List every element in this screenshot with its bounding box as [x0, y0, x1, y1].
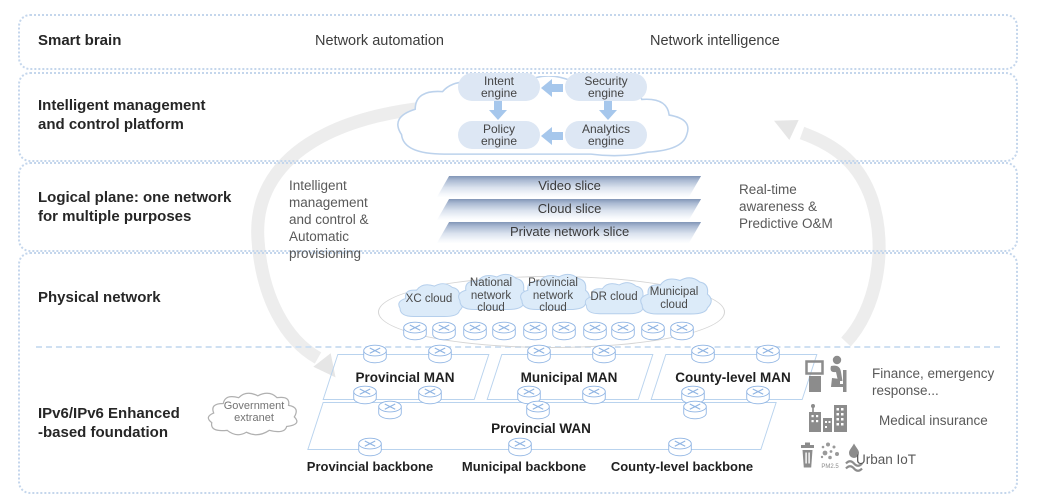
intent-engine-pill: Intent engine	[458, 73, 540, 101]
awareness-note: Real-time awareness & Predictive O&M	[739, 182, 833, 231]
buildings-icon	[809, 404, 847, 432]
network-intelligence-label: Network intelligence	[650, 33, 780, 49]
operator-desk-icon	[805, 355, 847, 392]
arrow-down-icon	[599, 101, 617, 120]
pm25-dust-icon: PM2.5	[820, 442, 839, 470]
cloud-slice: Cloud slice	[436, 199, 702, 220]
water-drop-icon	[845, 443, 863, 472]
security-engine-pill: Security engine	[565, 73, 647, 101]
provincial-man-label: Provincial MAN	[355, 370, 455, 385]
cycle-arrow-right	[799, 126, 886, 347]
arrow-left-icon	[541, 79, 563, 97]
video-slice-label: Video slice	[538, 178, 601, 193]
physical-network-title: Physical network	[38, 289, 161, 306]
layer-box-smart-brain	[18, 14, 1018, 70]
network-automation-label: Network automation	[315, 33, 444, 49]
cloud-slice-label: Cloud slice	[537, 201, 602, 216]
analytics-engine-pill: Analytics engine	[565, 121, 647, 149]
municipal-man-label: Municipal MAN	[520, 370, 618, 385]
county-backbone-label: County-level backbone	[610, 459, 754, 474]
logical-plane-title: Logical plane: one network for multiple …	[38, 189, 232, 225]
provincial-backbone-label: Provincial backbone	[306, 459, 434, 474]
urban-iot-icons: PM2.5	[801, 442, 863, 472]
trash-bin-icon	[801, 442, 814, 468]
private-network-slice-label: Private network slice	[509, 224, 630, 239]
cycle-arrow-right-head-icon	[774, 120, 799, 140]
pm25-label: PM2.5	[821, 464, 839, 470]
county-man-label: County-level MAN	[675, 370, 791, 385]
policy-engine-pill: Policy engine	[458, 121, 540, 149]
platform-title: Intelligent management and control platf…	[38, 97, 206, 133]
private-network-slice: Private network slice	[436, 222, 702, 243]
provisioning-note: Intelligent management and control & Aut…	[289, 178, 369, 261]
medical-service-label: Medical insurance	[879, 413, 988, 428]
arrow-left-icon	[541, 127, 563, 145]
foundation-title: IPv6/IPv6 Enhanced -based foundation	[38, 405, 180, 441]
urban-iot-label: Urban IoT	[856, 452, 917, 467]
municipal-cloud-label: Municipal cloud	[649, 286, 699, 311]
municipal-backbone-label: Municipal backbone	[461, 459, 587, 474]
video-slice: Video slice	[436, 176, 702, 197]
government-extranet-label: Government extranet	[223, 400, 285, 424]
finance-service-label: Finance, emergency response...	[872, 366, 995, 398]
arrow-down-icon	[489, 101, 507, 120]
provincial-wan-label: Provincial WAN	[491, 421, 591, 436]
smart-brain-title: Smart brain	[38, 32, 122, 49]
